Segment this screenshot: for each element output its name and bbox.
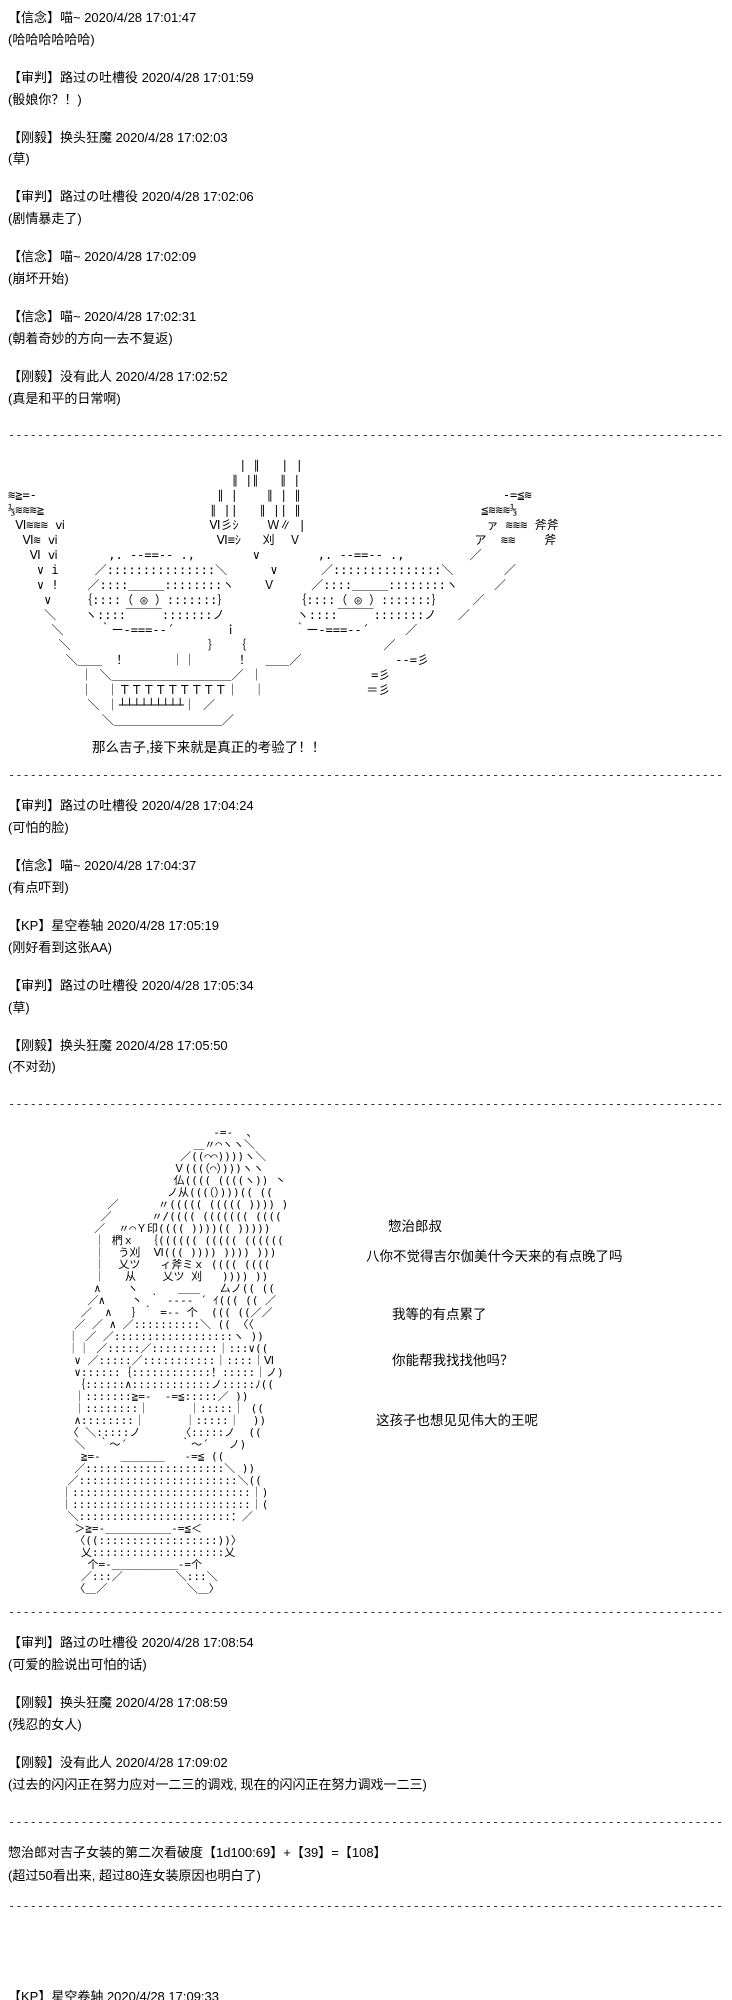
separator: ----------------------------------------… bbox=[8, 1605, 724, 1620]
chat-message: 【信念】喵~ 2020/4/28 17:04:37 (有点吓到) bbox=[8, 858, 724, 897]
message-header: 【审判】路过の吐槽役 2020/4/28 17:02:06 bbox=[8, 189, 254, 205]
message-group-3: 【审判】路过の吐槽役 2020/4/28 17:08:54 (可爱的脸说出可怕的话… bbox=[8, 1635, 724, 1793]
message-text: (哈哈哈哈哈哈) bbox=[8, 31, 95, 47]
chat-message: 【审判】路过の吐槽役 2020/4/28 17:02:06 (剧情暴走了) bbox=[8, 189, 724, 228]
separator: ----------------------------------------… bbox=[8, 1814, 724, 1829]
message-text: (剧情暴走了) bbox=[8, 211, 82, 227]
message-header: 【刚毅】没有此人 2020/4/28 17:02:52 bbox=[8, 368, 228, 384]
chat-message: 【审判】路过の吐槽役 2020/4/28 17:01:59 (骰娘你？！) bbox=[8, 70, 724, 109]
message-header: 【信念】喵~ 2020/4/28 17:02:09 bbox=[8, 249, 197, 265]
message-header: 【信念】喵~ 2020/4/28 17:04:37 bbox=[8, 858, 197, 874]
message-text: (朝着奇妙的方向一去不复返) bbox=[8, 330, 173, 346]
message-header: 【信念】喵~ 2020/4/28 17:01:47 bbox=[8, 10, 197, 25]
message-header: 【审判】路过の吐槽役 2020/4/28 17:01:59 bbox=[8, 69, 254, 85]
dialogue-line: 八你不觉得吉尔伽美什今天来的有点晚了吗 bbox=[366, 1249, 623, 1265]
ascii-art-character-section: -=- 、 ＿〃⌒ヽヽ＼ ／((⌒⌒))))ヽ＼ Ｖ(((（⌒）)))ヽヽ 仏(… bbox=[8, 1127, 724, 1595]
chat-message: 【KP】星空卷轴 2020/4/28 17:05:19 (刚好看到这张AA) bbox=[8, 918, 724, 957]
message-header: 【刚毅】换头狂魔 2020/4/28 17:08:59 bbox=[8, 1695, 228, 1711]
dialogue-line: 你能帮我找找他吗？ bbox=[392, 1353, 514, 1369]
message-text: (不对劲) bbox=[8, 1059, 56, 1075]
message-header: 【刚毅】换头狂魔 2020/4/28 17:05:50 bbox=[8, 1037, 228, 1053]
message-header: 【KP】星空卷轴 2020/4/28 17:05:19 bbox=[8, 918, 220, 934]
message-text: (有点吓到) bbox=[8, 880, 69, 896]
message-text: (崩坏开始) bbox=[8, 271, 69, 287]
dialogue-line: 惣治郎叔 bbox=[388, 1219, 442, 1235]
partial-message-header: 【KP】星空卷轴 2020/4/28 17:09:33 bbox=[8, 1989, 220, 2000]
separator: ----------------------------------------… bbox=[8, 1097, 724, 1112]
message-text: (骰娘你？！) bbox=[8, 91, 82, 107]
message-text: (可怕的脸) bbox=[8, 820, 69, 836]
chat-message: 【信念】喵~ 2020/4/28 17:01:47 (哈哈哈哈哈哈) bbox=[8, 10, 724, 49]
chat-message: 【刚毅】没有此人 2020/4/28 17:09:02 (过去的闪闪正在努力应对一… bbox=[8, 1755, 724, 1794]
chat-message: 【审判】路过の吐槽役 2020/4/28 17:05:34 (草) bbox=[8, 978, 724, 1017]
message-text: (可爱的脸说出可怕的话) bbox=[8, 1657, 147, 1673]
ascii-art-face: ∣ ∥ ∣ ∣ ∥ ∣∥ ∥ ∣ ≋≧=- ∥ ∣ ∥ ∣ ∥ -=≦≋ ⅓≋≋… bbox=[8, 458, 559, 728]
message-text: (过去的闪闪正在努力应对一二三的调戏, 现在的闪闪正在努力调戏一二三) bbox=[8, 1776, 427, 1792]
separator: ----------------------------------------… bbox=[8, 768, 724, 783]
chat-message: 【刚毅】换头狂魔 2020/4/28 17:08:59 (残忍的女人) bbox=[8, 1695, 724, 1734]
aa-speech-caption: 那么吉子,接下来就是真正的考验了！！ bbox=[92, 740, 326, 756]
message-header: 【刚毅】没有此人 2020/4/28 17:09:02 bbox=[8, 1754, 228, 1770]
ascii-art-character: -=- 、 ＿〃⌒ヽヽ＼ ／((⌒⌒))))ヽ＼ Ｖ(((（⌒）)))ヽヽ 仏(… bbox=[60, 1127, 289, 1596]
separator: ----------------------------------------… bbox=[8, 428, 724, 443]
message-header: 【审判】路过の吐槽役 2020/4/28 17:04:24 bbox=[8, 798, 254, 814]
dice-roll-section: 惣治郎对吉子女装的第二次看破度【1d100:69】+【39】=【108】 (超过… bbox=[8, 1845, 724, 1885]
chat-message: 【审判】路过の吐槽役 2020/4/28 17:08:54 (可爱的脸说出可怕的话… bbox=[8, 1635, 724, 1674]
chat-message: 【信念】喵~ 2020/4/28 17:02:31 (朝着奇妙的方向一去不复返) bbox=[8, 309, 724, 348]
message-text: (真是和平的日常啊) bbox=[8, 390, 121, 406]
message-header: 【审判】路过の吐槽役 2020/4/28 17:05:34 bbox=[8, 977, 254, 993]
chat-message: 【刚毅】换头狂魔 2020/4/28 17:02:03 (草) bbox=[8, 130, 724, 169]
message-group-1: 【信念】喵~ 2020/4/28 17:01:47 (哈哈哈哈哈哈) 【审判】路过の… bbox=[8, 10, 724, 407]
message-text: (残忍的女人) bbox=[8, 1717, 82, 1733]
dice-roll-result: 惣治郎对吉子女装的第二次看破度【1d100:69】+【39】=【108】 bbox=[8, 1844, 387, 1860]
ascii-art-face-section: ∣ ∥ ∣ ∣ ∥ ∣∥ ∥ ∣ ≋≧=- ∥ ∣ ∥ ∣ ∥ -=≦≋ ⅓≋≋… bbox=[8, 458, 724, 756]
chat-message: 【审判】路过の吐槽役 2020/4/28 17:04:24 (可怕的脸) bbox=[8, 798, 724, 837]
message-text: (草) bbox=[8, 151, 30, 167]
message-text: (草) bbox=[8, 999, 30, 1015]
message-header: 【审判】路过の吐槽役 2020/4/28 17:08:54 bbox=[8, 1635, 254, 1651]
dialogue-line: 我等的有点累了 bbox=[392, 1307, 487, 1323]
dialogue-line: 这孩子也想见见伟大的王呢 bbox=[376, 1413, 538, 1429]
chat-message: 【刚毅】换头狂魔 2020/4/28 17:05:50 (不对劲) bbox=[8, 1038, 724, 1077]
message-group-2: 【审判】路过の吐槽役 2020/4/28 17:04:24 (可怕的脸) 【信念】喵… bbox=[8, 798, 724, 1076]
message-header: 【刚毅】换头狂魔 2020/4/28 17:02:03 bbox=[8, 129, 228, 145]
chat-message: 【刚毅】没有此人 2020/4/28 17:02:52 (真是和平的日常啊) bbox=[8, 369, 724, 408]
message-header: 【信念】喵~ 2020/4/28 17:02:31 bbox=[8, 308, 197, 324]
chat-message: 【信念】喵~ 2020/4/28 17:02:09 (崩坏开始) bbox=[8, 249, 724, 288]
message-text: (刚好看到这张AA) bbox=[8, 939, 113, 955]
separator: ----------------------------------------… bbox=[8, 1898, 724, 1913]
dice-roll-note: (超过50看出来, 超过80连女装原因也明白了) bbox=[8, 1867, 261, 1883]
